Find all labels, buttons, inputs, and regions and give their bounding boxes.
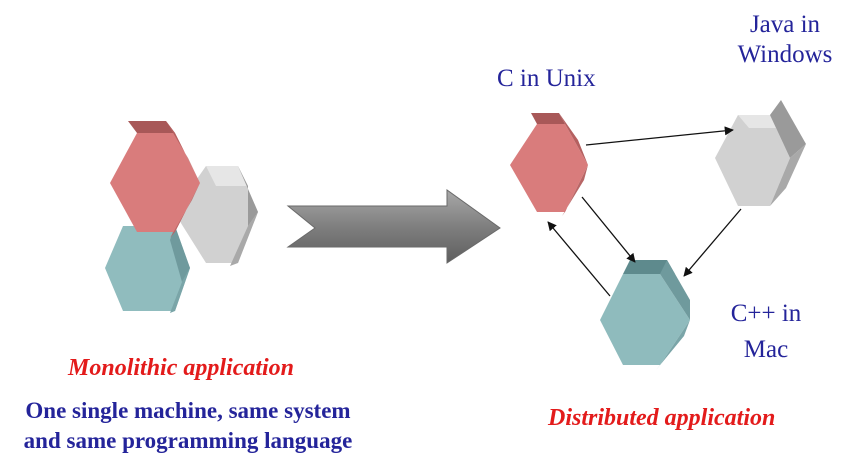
label-mac: C++ in Mac (710, 296, 822, 368)
label-windows-line2: Windows (737, 41, 833, 68)
arrow-unix-to-mac (581, 196, 636, 263)
label-mac-line1: C++ in (730, 300, 802, 327)
node-unix-block (510, 113, 588, 216)
arrow-unix-to-windows (585, 126, 734, 146)
label-windows-line1: Java in (749, 11, 821, 38)
monolithic-description-line1: One single machine, same system (25, 398, 351, 423)
distributed-title: Distributed application (548, 405, 776, 431)
arrow-mac-to-unix (547, 221, 611, 297)
label-windows: Java in Windows (728, 10, 842, 70)
monolithic-title: Monolithic application (68, 355, 295, 381)
node-mac-block (600, 260, 690, 370)
monolithic-description-line2: and same programming language (23, 428, 353, 453)
teal-block (105, 226, 190, 313)
label-mac-line2: Mac (743, 336, 789, 363)
transition-arrow (286, 189, 501, 264)
monolithic-description: One single machine, same system and same… (8, 396, 368, 456)
red-block (110, 121, 200, 238)
node-windows-block (715, 100, 806, 206)
label-unix: C in Unix (497, 65, 596, 92)
arrow-windows-to-mac (683, 208, 742, 277)
monolithic-cluster (105, 121, 258, 313)
